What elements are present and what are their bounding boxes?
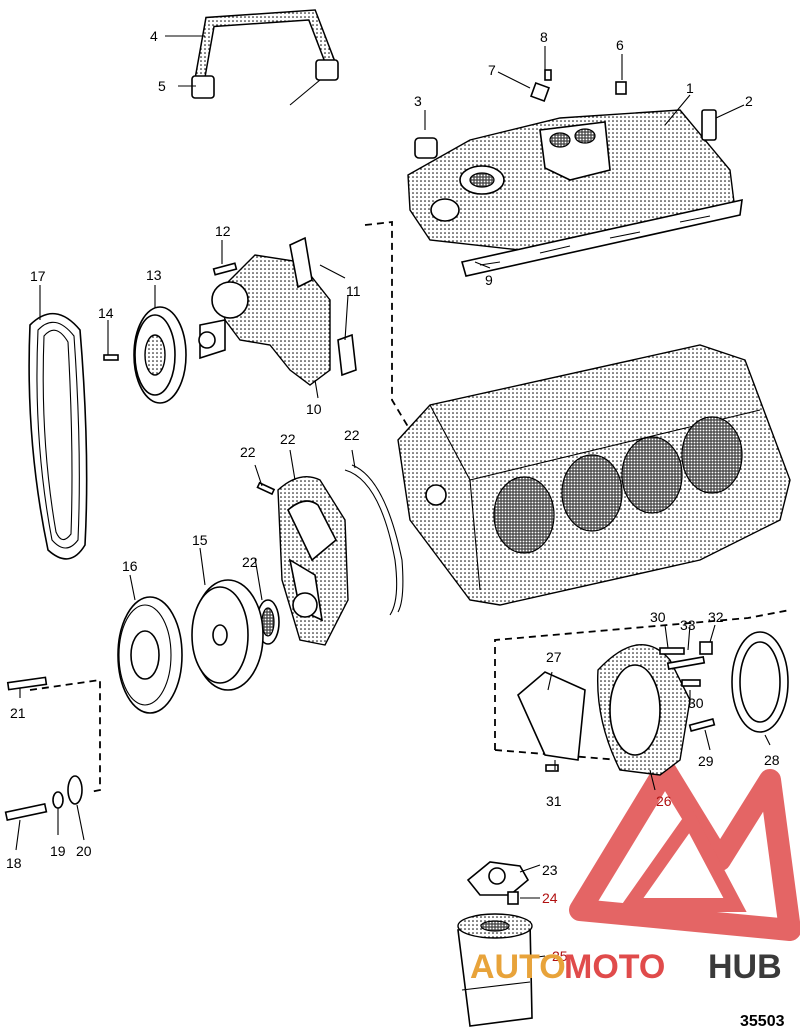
water-pump-pulley-part (103, 306, 187, 404)
callout-labels: 1 2 3 4 5 6 7 8 9 10 11 11 12 13 14 15 1… (6, 28, 780, 964)
coolant-tube-part (191, 9, 339, 99)
drive-belt-part (28, 312, 88, 560)
callout-32: 32 (708, 609, 724, 625)
front-seal-part (256, 599, 280, 645)
callout-27: 27 (546, 649, 562, 665)
callout-33: 33 (680, 617, 696, 633)
callout-25: 25 (552, 948, 568, 964)
callout-6: 6 (616, 37, 624, 53)
oil-filter-parts (457, 861, 533, 1027)
callout-19: 19 (50, 843, 66, 859)
callout-7: 7 (488, 62, 496, 78)
watermark-word-3: HUB (708, 948, 782, 986)
reference-number: 35503 (740, 1013, 785, 1030)
callout-2: 2 (745, 93, 753, 109)
callout-22c: 22 (344, 427, 360, 443)
leader-lines (15, 35, 771, 959)
callout-13: 13 (146, 267, 162, 283)
callout-10: 10 (306, 401, 322, 417)
callout-23: 23 (542, 862, 558, 878)
callout-31: 31 (546, 793, 562, 809)
callout-8: 8 (540, 29, 548, 45)
water-pump-part (198, 236, 357, 386)
callout-30b: 30 (688, 695, 704, 711)
engine-block-part (397, 344, 791, 606)
callout-20: 20 (76, 843, 92, 859)
callout-15: 15 (192, 532, 208, 548)
callout-9: 9 (485, 272, 493, 288)
callout-1: 1 (686, 80, 694, 96)
crank-bolt-washer-parts (4, 676, 83, 822)
callout-29: 29 (698, 753, 714, 769)
rear-seal-housing-part (517, 631, 789, 776)
callout-22d: 22 (242, 554, 258, 570)
callout-26: 26 (656, 793, 672, 809)
callout-28: 28 (764, 752, 780, 768)
watermark-text: AUTO MOTO HUB (470, 948, 782, 986)
callout-18: 18 (6, 855, 22, 871)
callout-5: 5 (158, 78, 166, 94)
callout-30a: 30 (650, 609, 666, 625)
callout-11a: 11 (346, 283, 361, 299)
callout-4: 4 (150, 28, 158, 44)
callout-16: 16 (122, 558, 138, 574)
callout-24: 24 (542, 890, 558, 906)
watermark-logo-icon (569, 759, 800, 941)
callout-17: 17 (30, 268, 46, 284)
harmonic-balancer-part (191, 579, 264, 691)
watermark-word-1: AUTO (470, 948, 566, 986)
callout-14: 14 (98, 305, 114, 321)
crankshaft-pulley-part (117, 596, 183, 714)
timing-cover-part (256, 464, 404, 646)
watermark-word-2: MOTO (564, 948, 665, 986)
intake-manifold-part (407, 69, 736, 251)
callout-22b: 22 (280, 431, 296, 447)
callout-22a: 22 (240, 444, 256, 460)
callout-12: 12 (215, 223, 231, 239)
callout-21: 21 (10, 705, 26, 721)
manifold-gasket-part (460, 198, 743, 277)
callout-3: 3 (414, 93, 422, 109)
